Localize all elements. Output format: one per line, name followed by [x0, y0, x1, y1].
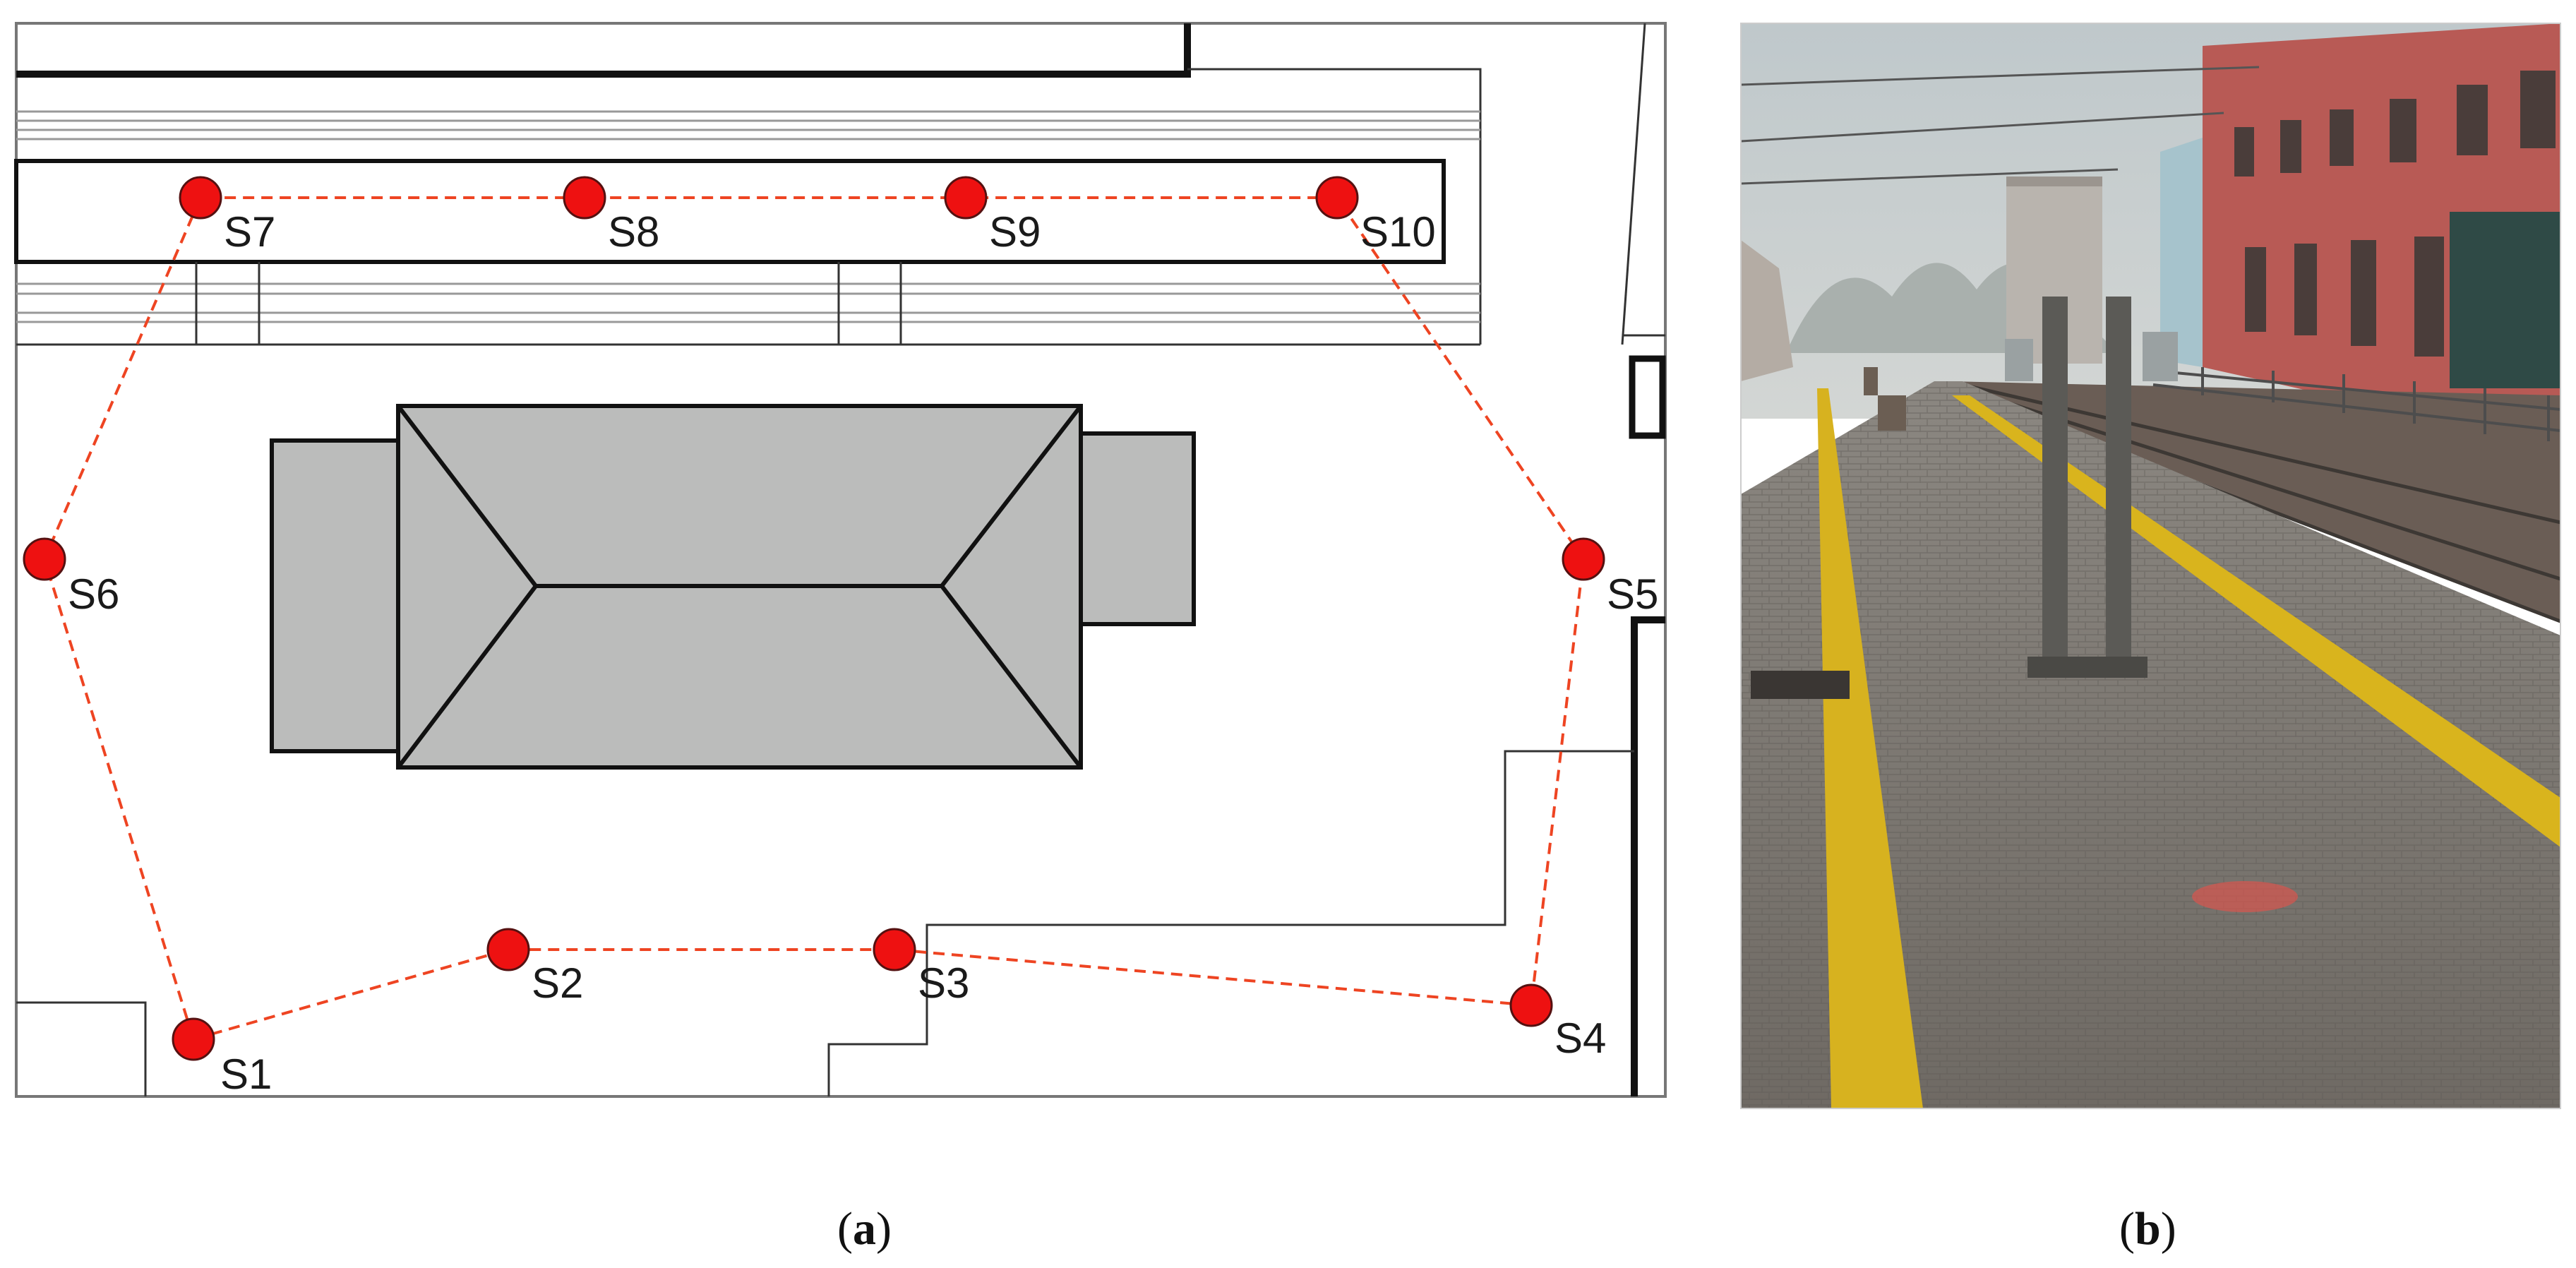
sensor-s10-label: S10 [1360, 208, 1436, 256]
sensor-s9-marker [944, 176, 988, 220]
photo-station-windows [2234, 71, 2556, 357]
sensor-s6-marker [23, 537, 66, 581]
panel-b-station-photo [1740, 23, 2561, 1109]
sensor-labels: S1 S2 S3 S4 S5 S6 S7 S8 S9 S10 [68, 208, 1658, 1098]
plan-lower-outline [827, 750, 1634, 1096]
panel-b-caption: (b) [2119, 1203, 2176, 1255]
panel-a-floor-plan: S1 S2 S3 S4 S5 S6 S7 S8 S9 S10 [14, 22, 1667, 1098]
sensor-s4-label: S4 [1554, 1015, 1606, 1062]
photo-tactile-strip-left [1817, 388, 1923, 1108]
panel-a-caption: (a) [837, 1203, 892, 1255]
sensor-s6-label: S6 [68, 570, 119, 618]
photo-tactile-strip-right [1952, 395, 2560, 847]
sensor-s3-label: S3 [918, 959, 969, 1007]
sensor-s8-marker [563, 176, 606, 220]
sensor-s8-label: S8 [608, 208, 659, 256]
sensor-s1-marker [172, 1017, 215, 1061]
platform-strip [14, 159, 1446, 264]
sensor-s2-label: S2 [532, 959, 583, 1007]
sensor-s10-marker [1315, 176, 1359, 220]
track-separators [195, 262, 902, 345]
sensor-s5-label: S5 [1607, 570, 1658, 618]
track-lines-top [16, 110, 1480, 140]
photo-posts [2005, 297, 2178, 678]
photo-benches [1864, 367, 1906, 431]
sensor-s7-marker [179, 176, 222, 220]
sensor-s5-marker [1562, 537, 1605, 581]
photo-left-building [1741, 240, 1793, 381]
sensors [23, 176, 1605, 1061]
photo-drain [1751, 671, 1850, 699]
plan-pillar [1629, 355, 1666, 439]
sensor-s7-label: S7 [224, 208, 275, 256]
photo-red-mark [2192, 881, 2298, 912]
photo-fence [2152, 367, 2560, 441]
plan-right-wall [1631, 616, 1665, 1096]
photo-canopy [2450, 212, 2560, 388]
plan-lower-left-box [16, 1001, 147, 1096]
photo-overhead-wires [1741, 66, 2260, 185]
plan-top-wall [16, 23, 1191, 78]
central-building [270, 404, 1196, 770]
track-lines-middle [16, 282, 1480, 323]
photo-frame [1740, 23, 2561, 1109]
sensor-s1-label: S1 [220, 1051, 272, 1098]
sensor-s3-marker [873, 928, 916, 971]
sensor-s9-label: S9 [989, 208, 1041, 256]
plan-top-outline [1187, 68, 1482, 345]
sensor-s4-marker [1509, 983, 1553, 1027]
plan-right-edge-line [1621, 23, 1646, 345]
sensor-s2-marker [486, 928, 530, 971]
